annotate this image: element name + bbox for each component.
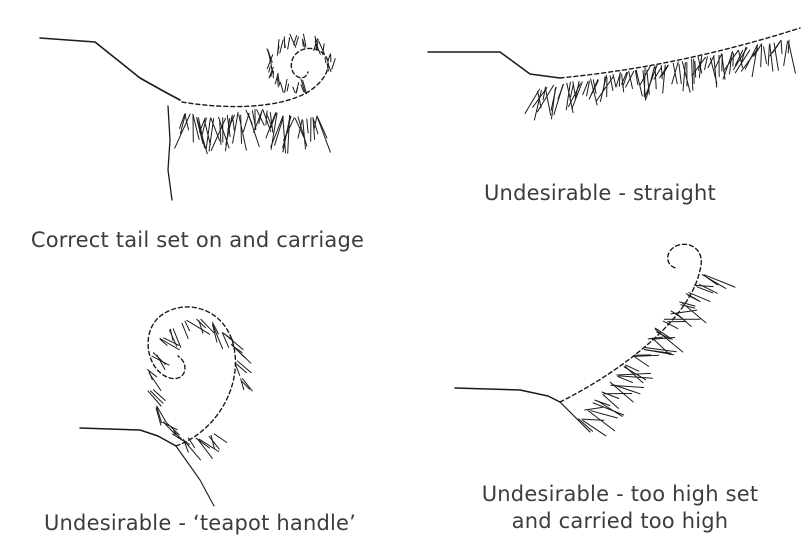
fur-stroke <box>613 75 616 88</box>
fur-stroke <box>635 357 649 366</box>
fur-stroke <box>764 47 767 64</box>
fur-stroke <box>296 83 298 93</box>
fur-stroke <box>551 87 556 110</box>
sketch-correct <box>40 34 335 200</box>
fur-stroke <box>585 407 603 410</box>
fur-stroke <box>332 59 335 70</box>
fur-stroke <box>318 118 331 152</box>
sketch-high <box>455 244 735 436</box>
fur-stroke <box>655 329 682 352</box>
fur-stroke <box>280 82 283 92</box>
fur-stroke <box>288 38 290 50</box>
fur-stroke <box>148 391 161 406</box>
fur-stroke <box>661 66 662 79</box>
fur-stroke <box>770 44 773 71</box>
fur-stroke <box>761 44 762 67</box>
fur-stroke <box>307 119 308 133</box>
fur-stroke <box>789 42 796 73</box>
fur-stroke <box>201 319 214 332</box>
fur-stroke <box>232 344 251 363</box>
fur-strokes-correct <box>175 109 331 153</box>
caption-high: Undesirable - too high set and carried t… <box>440 481 800 535</box>
fur-stroke <box>708 56 714 68</box>
fur-stroke <box>239 115 247 151</box>
fur-stroke <box>679 64 681 83</box>
fur-stroke <box>287 84 289 91</box>
fur-stroke <box>645 348 677 352</box>
fur-stroke <box>784 41 788 65</box>
fur-stroke <box>187 320 210 334</box>
fur-stroke <box>677 314 692 327</box>
fur-stroke <box>266 111 267 125</box>
fur-stroke <box>165 421 179 435</box>
fur-stroke <box>213 326 222 349</box>
caption-high-line1: Undesirable - too high set <box>440 481 800 508</box>
fur-stroke <box>724 50 739 71</box>
caption-straight: Undesirable - straight <box>440 180 760 207</box>
caption-teapot: Undesirable - ‘teapot handle’ <box>0 510 400 537</box>
fur-stroke <box>768 45 769 65</box>
fur-stroke <box>571 84 574 97</box>
fur-stroke <box>285 79 287 92</box>
fur-stroke <box>325 58 326 63</box>
fur-stroke <box>198 439 213 458</box>
fur-stroke <box>293 87 295 93</box>
fur-stroke <box>618 376 633 382</box>
caption-high-line2: and carried too high <box>440 508 800 535</box>
caption-correct: Correct tail set on and carriage <box>0 227 395 254</box>
fur-stroke <box>280 40 283 53</box>
fur-stroke <box>185 321 190 330</box>
fur-stroke <box>695 62 696 78</box>
fur-stroke <box>278 78 279 87</box>
fur-stroke <box>214 434 227 443</box>
fur-stroke <box>543 87 545 100</box>
fur-stroke <box>296 37 298 45</box>
fur-stroke <box>715 54 722 69</box>
fur-stroke <box>328 55 330 62</box>
sketch-teapot <box>80 307 252 506</box>
fur-stroke <box>591 411 618 418</box>
fur-stroke <box>733 53 734 66</box>
sketch-straight <box>428 28 800 120</box>
fur-stroke <box>317 117 327 138</box>
fur-stroke <box>781 41 782 54</box>
fur-stroke <box>243 114 249 132</box>
fur-stroke <box>269 67 270 73</box>
